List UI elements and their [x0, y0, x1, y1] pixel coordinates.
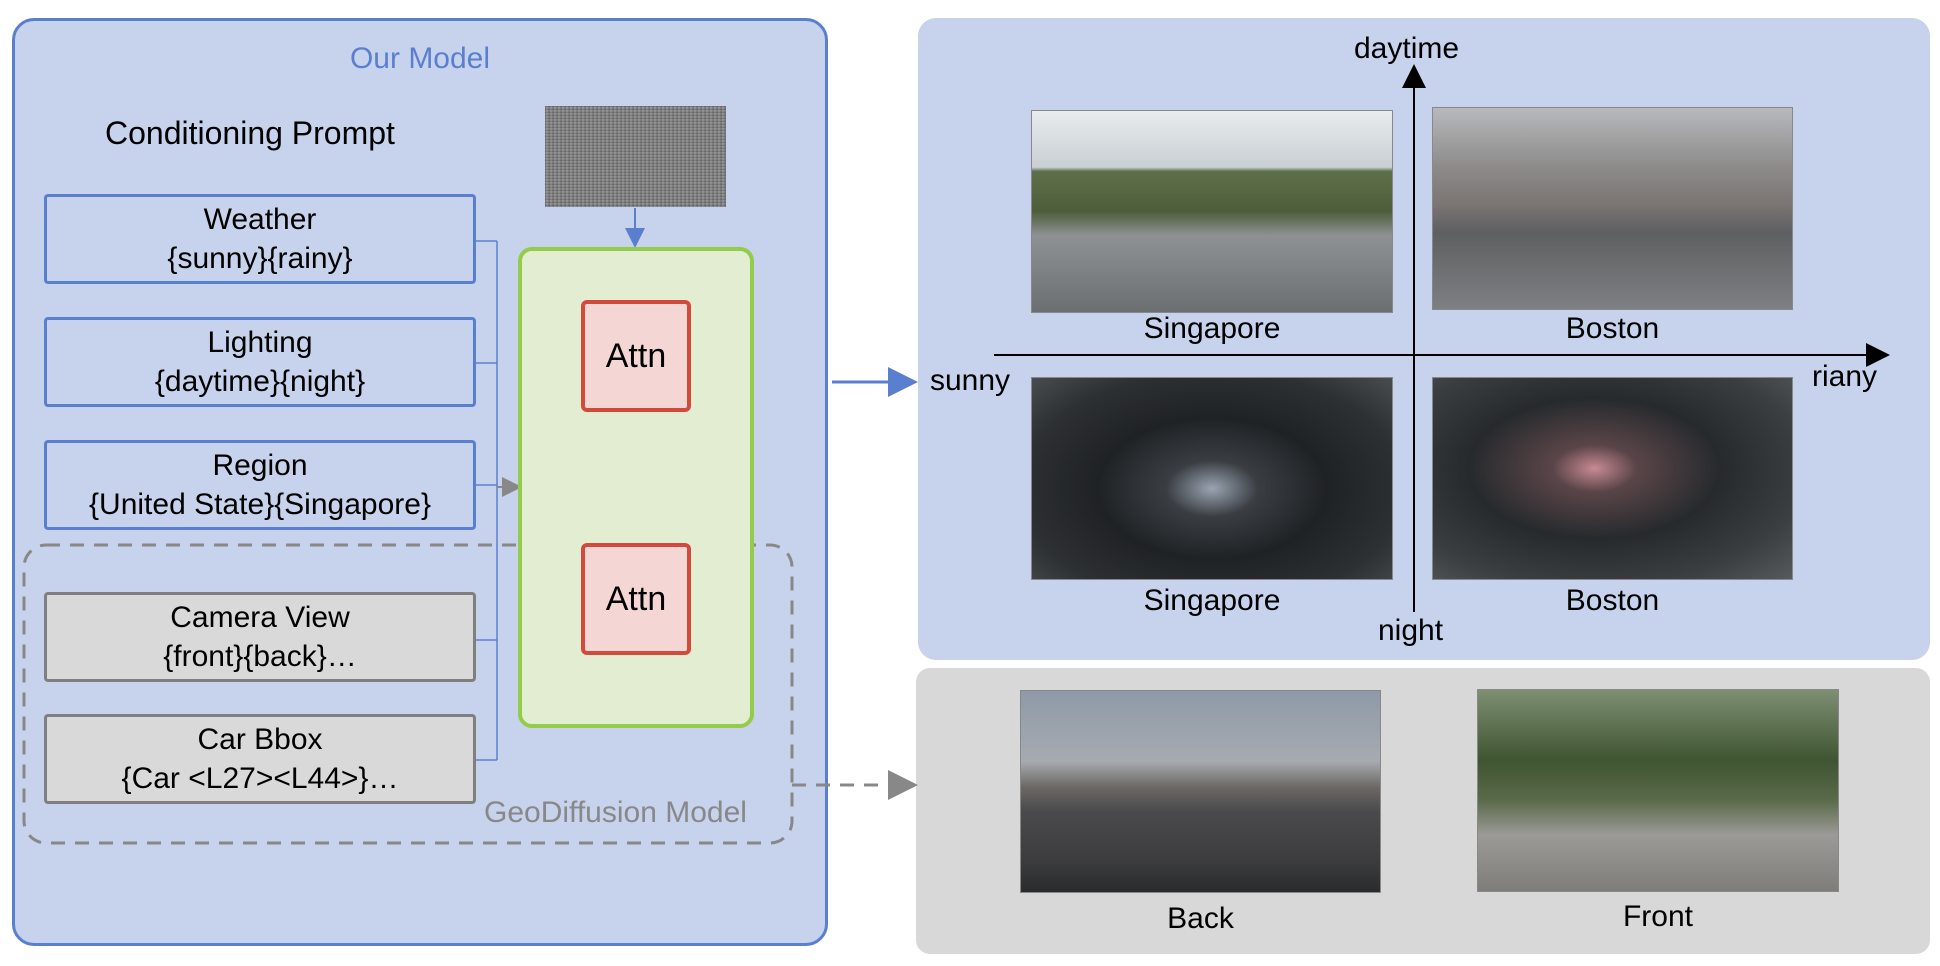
caption-sunny-night: Singapore — [1143, 584, 1281, 617]
axis-bottom-label: night — [1378, 614, 1444, 647]
image-front-view — [1477, 689, 1839, 892]
model-title: Our Model — [349, 42, 491, 75]
attn-block-bottom: Attn — [581, 543, 691, 655]
geodiffusion-label: GeoDiffusion Model — [484, 796, 747, 829]
conditioning-prompt-title: Conditioning Prompt — [105, 115, 395, 151]
image-back-view — [1020, 690, 1381, 893]
prompt-name: Car Bbox — [197, 723, 323, 756]
prompt-options: {United State}{Singapore} — [89, 488, 431, 521]
axis-left-label: sunny — [930, 364, 1011, 397]
prompt-name: Region — [212, 449, 308, 482]
camera-view-prompt-box: Camera View {front}{back}… — [44, 592, 476, 682]
caption-front-view: Front — [1622, 900, 1694, 933]
image-rainy-night — [1432, 377, 1793, 580]
prompt-name: Lighting — [207, 326, 313, 359]
prompt-bracket — [476, 240, 498, 761]
geodiffusion-region — [22, 543, 794, 845]
prompt-options: {sunny}{rainy} — [167, 242, 353, 275]
image-sunny-night — [1031, 377, 1393, 580]
car-bbox-prompt-box: Car Bbox {Car <L27><L44>}… — [44, 714, 476, 804]
caption-rainy-night: Boston — [1565, 584, 1660, 617]
image-sunny-daytime — [1031, 110, 1393, 313]
lighting-prompt-box: Lighting {daytime}{night} — [44, 317, 476, 407]
axis-right-label: riany — [1812, 360, 1878, 393]
prompt-options: {daytime}{night} — [154, 365, 366, 398]
caption-sunny-daytime: Singapore — [1143, 312, 1281, 345]
axis-top-label: daytime — [1354, 32, 1460, 65]
attn-block-top: Attn — [581, 300, 691, 412]
image-rainy-daytime — [1432, 107, 1793, 310]
caption-back-view: Back — [1167, 902, 1234, 935]
prompt-options: {front}{back}… — [163, 640, 357, 673]
region-prompt-box: Region {United State}{Singapore} — [44, 440, 476, 530]
caption-rainy-daytime: Boston — [1565, 312, 1660, 345]
prompt-options: {Car <L27><L44>}… — [121, 762, 399, 795]
weather-prompt-box: Weather {sunny}{rainy} — [44, 194, 476, 284]
noise-image — [545, 106, 726, 207]
prompt-name: Camera View — [170, 601, 350, 634]
prompt-name: Weather — [203, 203, 317, 236]
